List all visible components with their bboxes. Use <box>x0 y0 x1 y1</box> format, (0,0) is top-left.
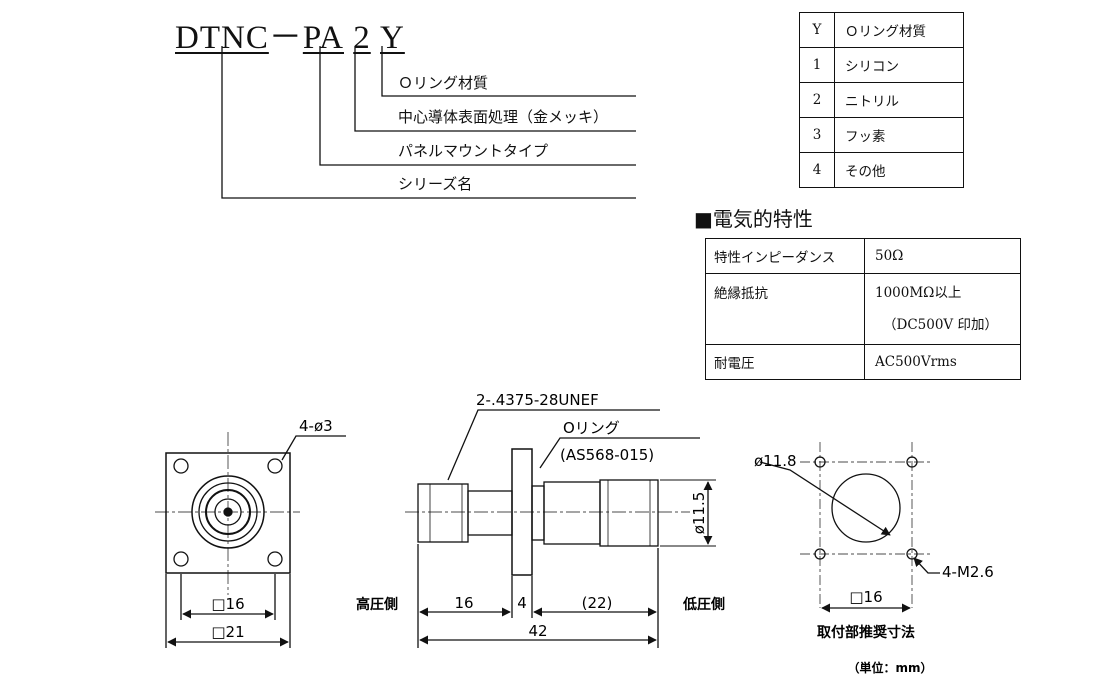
callout-mount: パネルマウントタイプ <box>398 142 549 160</box>
low-pressure-side-label: 低圧側 <box>682 596 725 613</box>
elec-value: 1000MΩ以上 <box>875 285 962 301</box>
material-label: その他 <box>834 152 964 188</box>
elec-value: 50Ω <box>864 238 1021 274</box>
callout-plating: 中心導体表面処理（金メッキ） <box>398 108 609 126</box>
bore-label: ø11.8 <box>754 452 797 470</box>
callout-series: シリーズ名 <box>398 175 473 193</box>
elec-value: AC500Vrms <box>864 344 1021 380</box>
table-row: 3 フッ素 <box>799 117 964 153</box>
side-diameter-label: ø11.5 <box>690 492 708 535</box>
callout-material: Ｏリング材質 <box>398 74 489 92</box>
callout-lines <box>221 46 636 199</box>
table-row: 耐電圧 AC500Vrms <box>705 344 1021 380</box>
electrical-title: ■電気的特性 <box>694 207 813 231</box>
high-pressure-side-label: 高圧側 <box>356 596 398 613</box>
material-table: Y Ｏリング材質 1 シリコン 2 ニトリル 3 フッ素 4 その他 <box>799 12 964 188</box>
unit-label: （単位：mm） <box>847 660 932 675</box>
dim-42-label: 42 <box>528 622 547 640</box>
pn-plating-code: 2 <box>353 20 371 56</box>
material-code: 4 <box>799 152 835 188</box>
material-label: シリコン <box>834 47 964 83</box>
front-view <box>155 432 346 648</box>
material-label: フッ素 <box>834 117 964 153</box>
elec-note: （DC500V 印加） <box>883 317 998 333</box>
side-view <box>405 409 716 648</box>
elec-value-cell: 1000MΩ以上 （DC500V 印加） <box>864 273 1021 345</box>
table-row: 2 ニトリル <box>799 82 964 118</box>
part-number: DTNC－PA 2 Y <box>175 10 405 58</box>
elec-label: 特性インピーダンス <box>705 238 865 274</box>
table-row: 1 シリコン <box>799 47 964 83</box>
mount-caption: 取付部推奨寸法 <box>817 624 915 641</box>
table-row: 4 その他 <box>799 152 964 188</box>
material-header-code: Y <box>799 12 835 48</box>
table-row: 特性インピーダンス 50Ω <box>705 238 1021 274</box>
thread-label: 2-.4375-28UNEF <box>476 391 599 409</box>
material-label: ニトリル <box>834 82 964 118</box>
pn-series-code: PA <box>302 20 344 56</box>
material-code: 1 <box>799 47 835 83</box>
material-table-header: Y Ｏリング材質 <box>799 12 964 48</box>
elec-label: 絶縁抵抗 <box>705 273 865 345</box>
dim-22-label: (22) <box>582 594 613 612</box>
front-inner-dim: □16 <box>211 595 244 613</box>
dim-4-label: 4 <box>517 594 527 612</box>
electrical-table: 特性インピーダンス 50Ω 絶縁抵抗 1000MΩ以上 （DC500V 印加） … <box>705 238 1021 380</box>
oring-spec-label: (AS568-015) <box>560 446 654 464</box>
front-outer-dim: □21 <box>211 623 244 641</box>
table-row: 絶縁抵抗 1000MΩ以上 （DC500V 印加） <box>705 273 1021 345</box>
material-code: 3 <box>799 117 835 153</box>
pn-dash: － <box>268 20 303 56</box>
mount-pitch-label: □16 <box>849 588 882 606</box>
front-holes-label: 4-ø3 <box>299 417 333 435</box>
material-header-label: Ｏリング材質 <box>834 12 964 48</box>
material-code: 2 <box>799 82 835 118</box>
pn-material-code: Y <box>380 20 405 56</box>
technical-drawing: 4-ø3 □16 □21 2-.4375-28UNEF Oリング (AS568-… <box>155 391 994 675</box>
mount-view <box>759 442 940 613</box>
oring-label: Oリング <box>563 419 620 437</box>
tap-label: 4-M2.6 <box>942 563 994 581</box>
dim-16-label: 16 <box>454 594 473 612</box>
elec-label: 耐電圧 <box>705 344 865 380</box>
